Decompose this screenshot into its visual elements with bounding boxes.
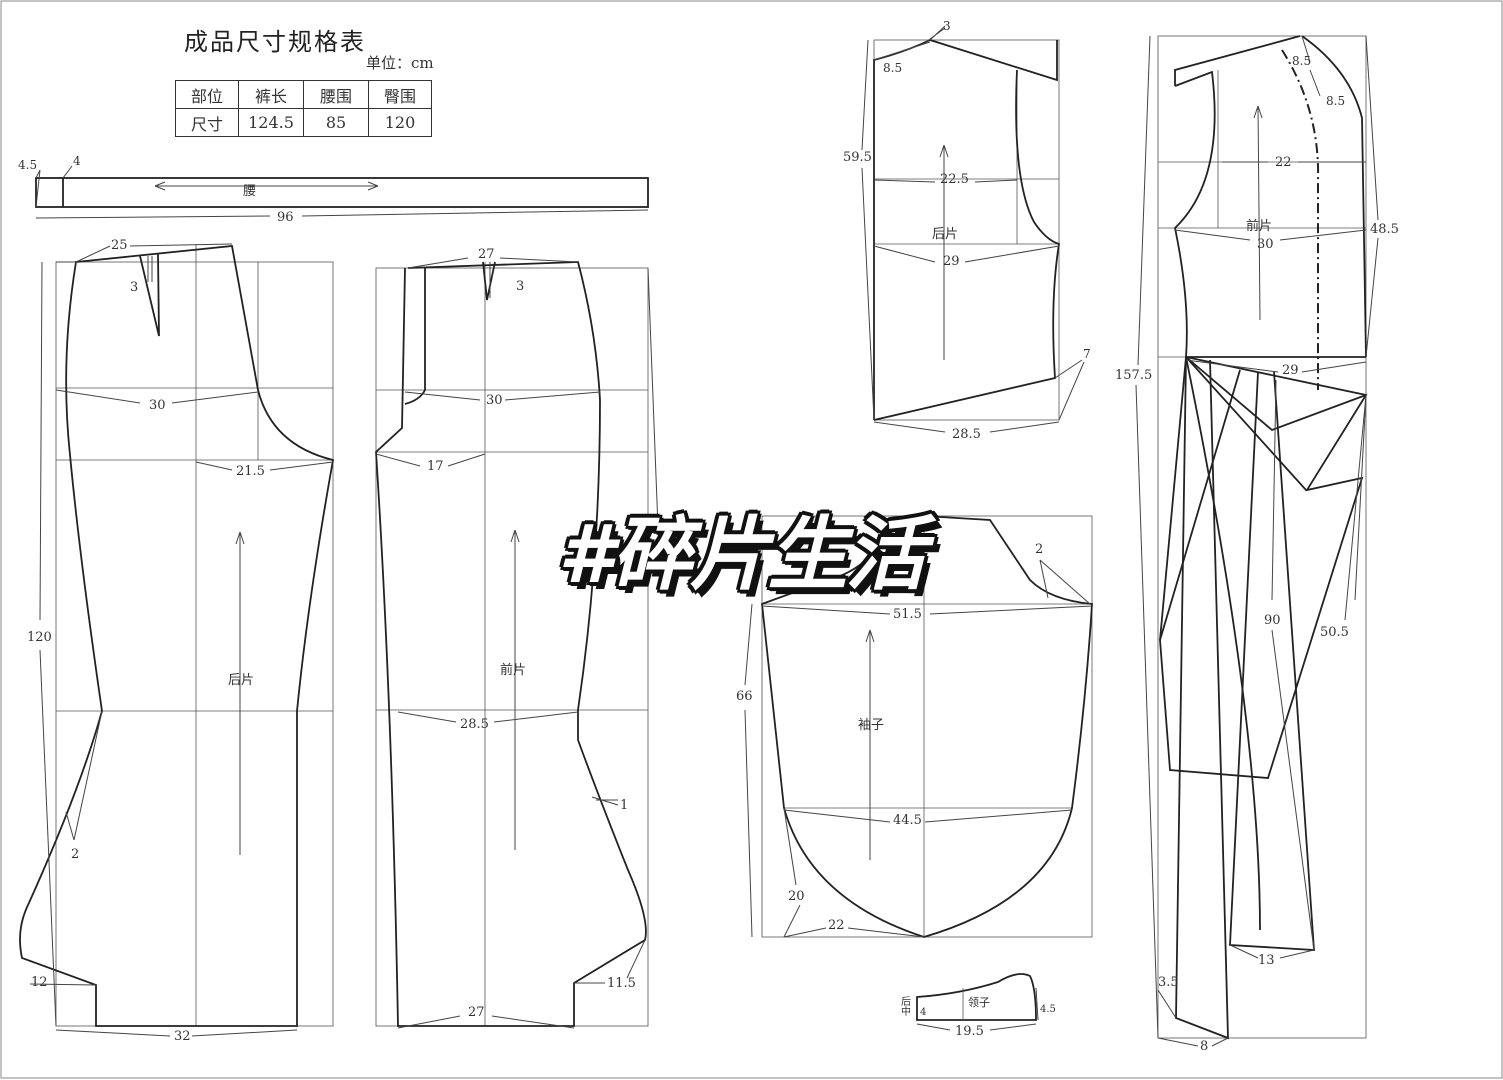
front-pants-hem-label: 27 [468,1005,485,1020]
collar-length-label: 19.5 [955,1024,984,1039]
front-bodice-piece: 前片 8.5 8.5 22 30 48.5 157.5 29 90 50.5 1… [1115,35,1399,1054]
spec-cell: 120 [368,108,432,137]
front-bodice-side-label: 48.5 [1370,222,1399,237]
front-bodice-hem-a-label: 13 [1258,953,1275,968]
watermark: #碎片生活 [558,508,926,601]
front-pants-label: 前片 [500,662,526,678]
back-pants-knee-ext-label: 2 [71,847,79,862]
back-pants-hip-label: 30 [149,398,166,413]
front-bodice-hem-c-label: 8 [1200,1039,1208,1054]
collar-piece: 领子 后中 4 4.5 19.5 [899,973,1056,1039]
front-pants-piece: 前片 27 3 30 17 28.5 1 11.5 27 [375,247,661,1029]
front-bodice-hem-b-label: 3.5 [1158,975,1179,990]
back-bodice-neck-drop-label: 3 [943,19,951,33]
back-pants-dart-label: 3 [130,280,138,295]
waistband-label: 腰 [243,184,256,199]
back-bodice-chest-label: 22.5 [940,172,969,187]
waistband-length-label: 96 [277,210,294,225]
front-pants-knee-ext-label: 1 [620,798,628,813]
front-bodice-chest-label: 22 [1275,155,1292,170]
spec-cell: 腰围 [303,80,369,109]
waistband-dim-b-label: 4 [73,154,81,168]
front-pants-dart-label: 3 [516,279,524,294]
sleeve-cuff-depth-label: 20 [788,889,805,904]
sleeve-cap-label: 2 [1035,542,1043,557]
waistband-piece: 腰 96 4.5 4 [18,154,649,225]
back-bodice-label: 后片 [932,227,958,242]
spec-cell: 裤长 [238,80,304,109]
back-pants-length-label: 120 [27,630,52,645]
back-pants-crotch-label: 21.5 [236,464,265,479]
front-bodice-bust-label: 30 [1257,237,1274,252]
chart-title: 成品尺寸规格表 [184,28,366,56]
spec-header-row: 部位 裤长 腰围 臀围 [175,80,432,109]
back-pants-piece: 后片 25 3 30 21.5 120 2 12 32 [19,238,335,1044]
spec-row-label: 部位 [175,80,239,109]
collar-height-label: 4 [920,1007,926,1018]
front-bodice-waist-label: 29 [1282,363,1299,378]
spec-cell: 臀围 [368,80,432,109]
sleeve-piece: 袖子 2 51.5 66 44.5 20 22 [736,515,1093,938]
back-pants-waist-label: 25 [111,238,128,253]
waistband-dim-a-label: 4.5 [18,158,37,172]
front-pants-waist-label: 27 [478,247,495,262]
front-pants-crotch-label: 17 [427,459,444,474]
spec-row-label: 尺寸 [175,108,239,137]
spec-value-row: 尺寸 124.5 85 120 [175,108,432,137]
front-pants-knee-label: 28.5 [460,717,489,732]
spec-table: 部位 裤长 腰围 臀围 尺寸 124.5 85 120 [175,80,432,137]
sleeve-width-label: 51.5 [893,607,922,622]
front-bodice-drape-a-label: 90 [1264,613,1281,628]
back-pants-hem-ext-label: 12 [31,975,48,990]
back-bodice-shoulder-label: 8.5 [883,61,902,75]
unit-label: 单位：cm [366,54,434,72]
back-bodice-piece: 后片 3 8.5 59.5 22.5 29 7 28.5 [843,19,1091,442]
sleeve-label: 袖子 [858,718,884,733]
back-bodice-length-label: 59.5 [843,150,872,165]
front-pants-hip-label: 30 [486,393,503,408]
spec-cell: 124.5 [238,108,304,137]
front-bodice-neck-a-label: 8.5 [1292,54,1311,68]
sleeve-cuff-width-label: 44.5 [893,813,922,828]
back-pants-hem-label: 32 [174,1029,191,1044]
sleeve-cuff-base-label: 22 [828,918,845,933]
back-pants-label: 后片 [228,673,254,688]
back-bodice-hem-label: 28.5 [952,427,981,442]
front-bodice-label: 前片 [1246,218,1272,234]
back-bodice-side-label: 7 [1083,347,1091,361]
collar-back-center-label: 后中 [899,996,911,1017]
front-bodice-drape-b-label: 50.5 [1320,625,1349,640]
front-bodice-length-label: 157.5 [1115,368,1152,383]
front-pants-hem-ext-label: 11.5 [607,976,636,991]
spec-cell: 85 [303,108,369,137]
back-bodice-bust-label: 29 [943,254,960,269]
collar-width-label: 4.5 [1040,1004,1056,1015]
sleeve-length-label: 66 [736,689,753,704]
collar-label: 领子 [968,996,990,1009]
front-bodice-neck-b-label: 8.5 [1326,94,1345,108]
